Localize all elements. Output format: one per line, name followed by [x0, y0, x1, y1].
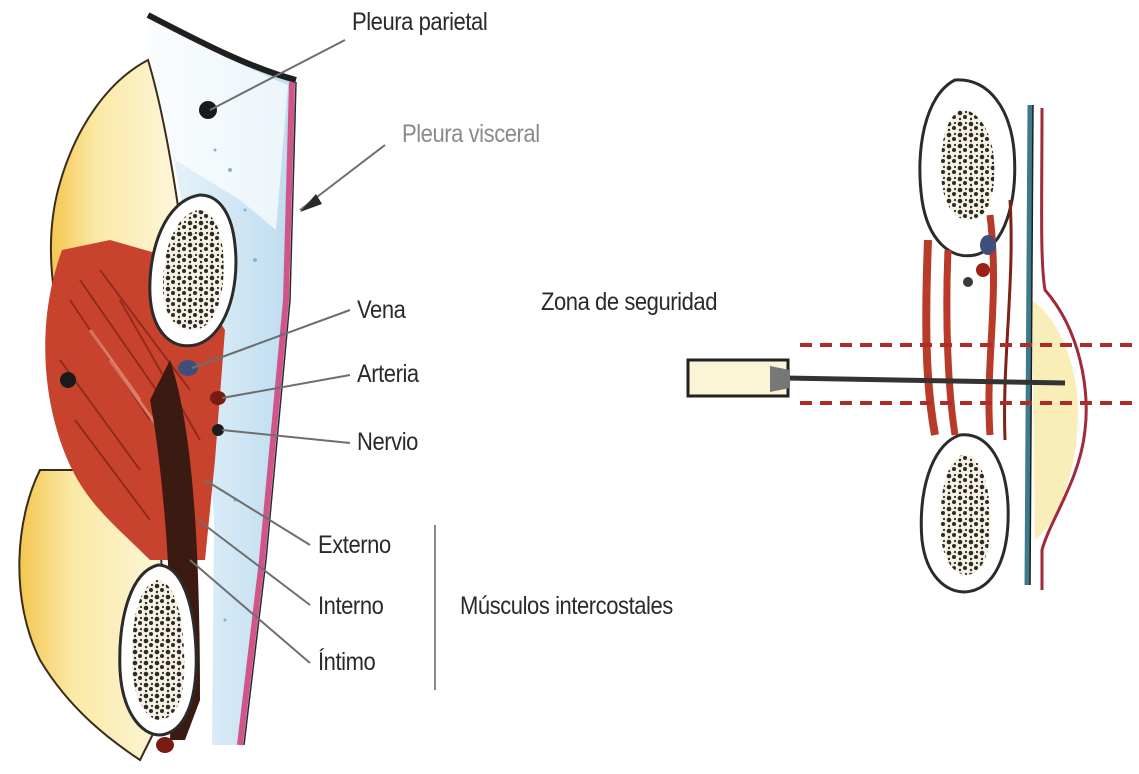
label-pleura-parietal: Pleura parietal [352, 8, 487, 37]
muscle-marker-dot [60, 372, 76, 388]
label-arteria: Arteria [357, 360, 419, 389]
label-intimo: Íntimo [318, 648, 375, 677]
vein-dot [178, 360, 198, 376]
right-vein [980, 235, 996, 255]
lower-vessel-dot [156, 737, 174, 753]
label-pleura-visceral: Pleura visceral [402, 120, 540, 149]
label-musculos-intercostales: Músculos intercostales [460, 592, 673, 621]
needle-shaft [785, 378, 1065, 383]
label-zona-de-seguridad: Zona de seguridad [541, 288, 717, 317]
label-nervio: Nervio [357, 428, 418, 457]
pleura-marker-dot [199, 101, 217, 119]
right-muscle-band-2 [947, 250, 955, 435]
label-interno: Interno [318, 592, 383, 621]
safety-zone-schematic [688, 80, 1139, 592]
chest-wall-cross-section [19, 15, 296, 760]
right-nerve [963, 277, 973, 287]
right-artery [976, 263, 990, 277]
right-muscle-band-1 [926, 240, 935, 435]
needle-hub [770, 366, 790, 392]
label-vena: Vena [357, 296, 405, 325]
label-externo: Externo [318, 531, 391, 560]
